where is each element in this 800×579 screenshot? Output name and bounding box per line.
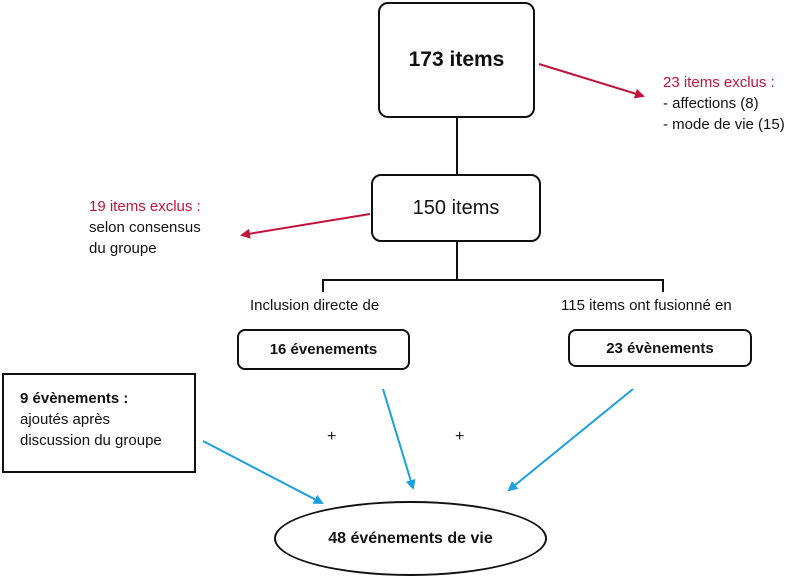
- merge-arrow-added: [202, 440, 324, 504]
- excluded-top-note: 23 items exclus : - affections (8) - mod…: [663, 72, 785, 135]
- plus-sign-left: +: [327, 428, 337, 445]
- excluded-middle-note: 19 items exclus : selon consensus du gro…: [89, 196, 201, 259]
- node-9-evenements-line2: discussion du groupe: [20, 432, 162, 449]
- node-9-evenements-title: 9 évènements :: [20, 390, 129, 407]
- node-16-evenements-label: 16 évenements: [269, 341, 378, 358]
- exclusion-arrow-top: [538, 63, 645, 99]
- node-150-items-label: 150 items: [412, 196, 500, 219]
- excluded-top-line1: - affections (8): [663, 95, 759, 112]
- node-9-evenements-line1: ajoutés après: [20, 411, 111, 428]
- merge-arrow-left: [382, 388, 416, 490]
- right-branch-label: 115 items ont fusionné en: [561, 297, 732, 314]
- excluded-middle-line2: du groupe: [89, 240, 157, 257]
- merge-arrow-right: [507, 388, 634, 492]
- excluded-top-title: 23 items exclus :: [663, 74, 775, 91]
- excluded-middle-line1: selon consensus: [89, 219, 201, 236]
- excluded-middle-title: 19 items exclus :: [89, 198, 201, 215]
- node-173-items: 173 items: [378, 2, 535, 118]
- node-9-evenements: 9 évènements : ajoutés après discussion …: [2, 373, 196, 473]
- plus-sign-right: +: [455, 428, 465, 445]
- node-23-evenements-label: 23 évènements: [606, 339, 714, 357]
- node-150-items: 150 items: [371, 174, 541, 242]
- exclusion-arrow-middle: [240, 213, 371, 239]
- node-48-evenements-de-vie: 48 événements de vie: [274, 501, 547, 576]
- node-23-evenements: 23 évènements: [568, 329, 752, 367]
- node-16-evenements: 16 évenements: [237, 329, 410, 370]
- left-branch-label: Inclusion directe de: [250, 297, 380, 314]
- node-48-evenements-de-vie-label: 48 événements de vie: [328, 529, 493, 547]
- excluded-top-line2: - mode de vie (15): [663, 116, 785, 133]
- node-173-items-label: 173 items: [408, 48, 505, 71]
